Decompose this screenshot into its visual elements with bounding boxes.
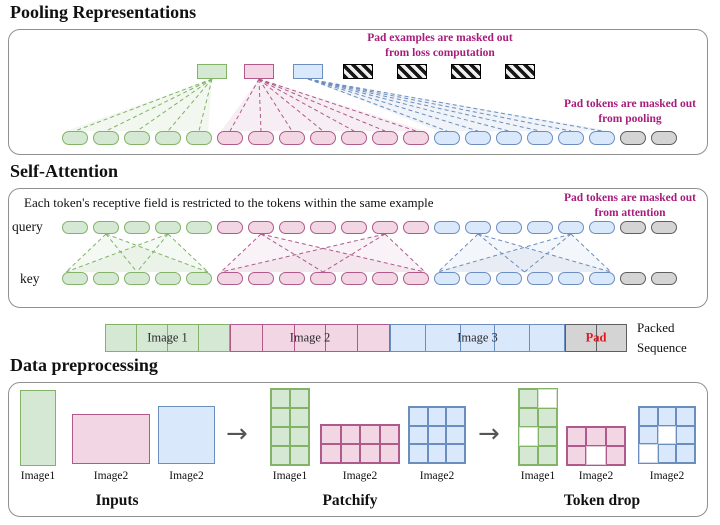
packed-cell <box>530 325 564 351</box>
attention-panel <box>8 188 708 308</box>
loss-mask-note: Pad examples are masked out from loss co… <box>367 32 513 59</box>
attention-title: Self-Attention <box>10 161 118 181</box>
packed-cell <box>263 325 295 351</box>
packed-segment-label: Image 1 <box>147 330 188 345</box>
pooling-title: Pooling Representations <box>10 2 197 22</box>
packed-sequence-caption: Packed Sequence <box>637 320 687 355</box>
packed-segment-label: Image 2 <box>289 330 331 345</box>
packed-segment-pink: Image 2 <box>230 324 390 352</box>
packed-cell <box>426 325 461 351</box>
packed-cell <box>295 325 327 351</box>
packed-segment-green: Image 1 <box>105 324 230 352</box>
receptive-field-note: Each token's receptive field is restrict… <box>24 195 434 210</box>
packed-cell <box>391 325 426 351</box>
packed-cell <box>326 325 359 351</box>
packed-cell <box>199 325 229 351</box>
packed-segment-label: Pad <box>585 330 607 345</box>
preprocessing-panel <box>8 382 708 517</box>
packed-segment-label: Image 3 <box>457 330 498 345</box>
packed-segment-blue: Image 3 <box>390 324 565 352</box>
query-label: query <box>12 219 43 234</box>
packed-cell <box>358 325 389 351</box>
packed-cell <box>137 325 168 351</box>
packed-cell <box>495 325 531 351</box>
pooling-panel <box>8 29 708 155</box>
packed-cell <box>566 325 597 351</box>
preprocessing-title: Data preprocessing <box>10 355 158 375</box>
packed-cell <box>231 325 263 351</box>
packed-cell <box>461 325 496 351</box>
packed-segment-gray: Pad <box>565 324 627 352</box>
packed-cell <box>168 325 199 351</box>
packed-cell <box>597 325 627 351</box>
pooling-mask-note: Pad tokens are masked out from pooling <box>563 98 697 125</box>
packed-cell <box>106 325 137 351</box>
key-label: key <box>20 271 40 286</box>
attention-mask-note: Pad tokens are masked out from attention <box>563 192 697 219</box>
